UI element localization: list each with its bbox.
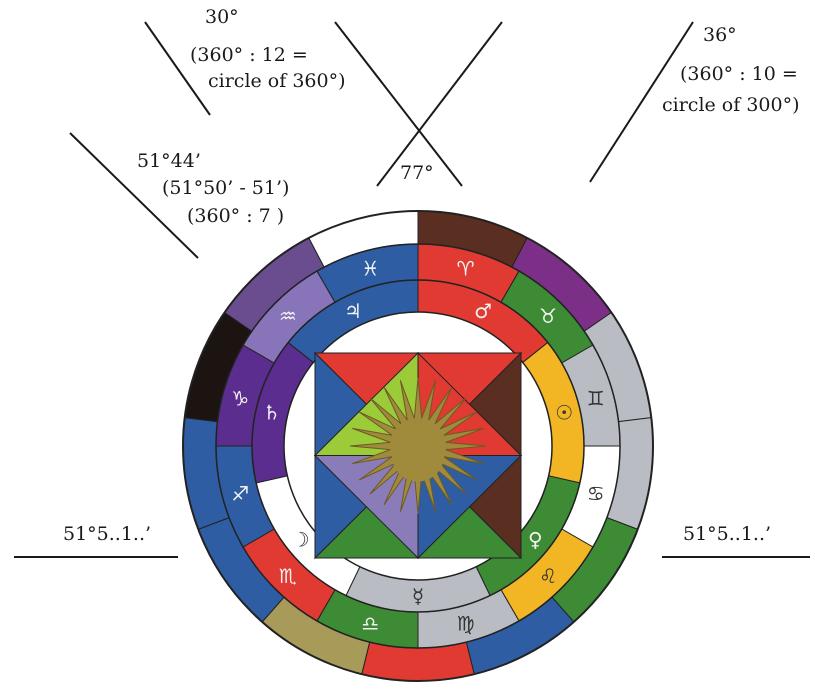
angle-30-title: 30° xyxy=(205,6,239,28)
jupiter-icon: ♃ xyxy=(344,299,362,323)
libra-icon: ♎ xyxy=(361,612,379,636)
line-77-b xyxy=(377,22,502,186)
venus-icon: ♀ xyxy=(528,528,543,552)
sun-core xyxy=(392,430,444,482)
aries-icon: ♈ xyxy=(457,256,475,280)
angle-5144-formula: (51°50’ - 51’) xyxy=(162,177,289,199)
cancer-icon: ♋ xyxy=(587,482,605,506)
capricorn-icon: ♑ xyxy=(231,386,249,410)
angle-5144-title: 51°44’ xyxy=(137,150,201,172)
angle-36-circle: circle of 300°) xyxy=(662,94,800,116)
leo-icon: ♌ xyxy=(539,564,557,588)
inner-square xyxy=(315,353,521,558)
sun-icon: ☉ xyxy=(555,401,573,425)
zodiac-wheel: ♈ ♉ ♊ ♋ ♌ ♍ ♎ ♏ ♐ ♑ ♒ ♓ ♂ ☉ ♀ ☿ ☽ ♄ ♃ xyxy=(183,211,653,681)
angle-36-formula: (360° : 10 = xyxy=(680,63,798,85)
angle-right-horizon: 51°5..1..’ xyxy=(683,523,771,545)
angle-30-formula: (360° : 12 = xyxy=(190,44,308,66)
line-77-a xyxy=(335,22,462,186)
gemini-icon: ♊ xyxy=(587,386,605,410)
angle-5144-division: (360° : 7 ) xyxy=(187,205,284,227)
line-30 xyxy=(145,22,210,115)
saturn-icon: ♄ xyxy=(263,401,281,425)
angle-left-horizon: 51°5..1..’ xyxy=(63,523,151,545)
sagittarius-icon: ♐ xyxy=(231,482,249,506)
moon-icon: ☽ xyxy=(292,528,310,552)
aquarius-icon: ♒ xyxy=(279,304,297,328)
taurus-icon: ♉ xyxy=(539,304,557,328)
angle-30-circle: circle of 360°) xyxy=(208,70,346,92)
angle-77: 77° xyxy=(400,162,434,184)
angle-36-title: 36° xyxy=(703,24,737,46)
pisces-icon: ♓ xyxy=(361,256,379,280)
mars-icon: ♂ xyxy=(474,299,492,323)
virgo-icon: ♍ xyxy=(457,612,475,636)
scorpio-icon: ♏ xyxy=(279,564,297,588)
mercury-icon: ☿ xyxy=(412,584,424,608)
